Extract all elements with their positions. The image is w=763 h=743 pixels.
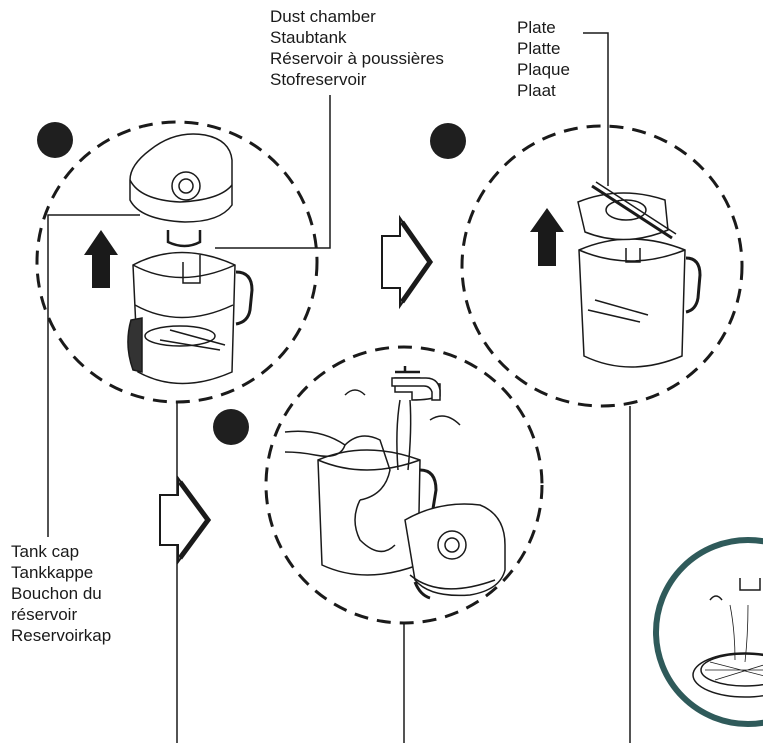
faucet-icon — [391, 377, 441, 401]
step-dot-icon — [430, 123, 466, 159]
dust-chamber-label-fr: Réservoir à poussières — [270, 49, 444, 68]
plate-label-en: Plate — [517, 18, 556, 37]
dust-chamber-label: Dust chamber Staubtank Réservoir à pouss… — [270, 6, 444, 90]
plate-label-fr: Plaque — [517, 60, 570, 79]
tank-cap-label: Tank cap Tankkappe Bouchon du réservoir … — [11, 541, 111, 646]
dust-chamber-label-de: Staubtank — [270, 28, 347, 47]
step2-dashed-circle — [460, 124, 744, 408]
plate-leader-line — [583, 32, 609, 186]
dust-chamber-label-nl: Stofreservoir — [270, 70, 367, 89]
step-dot-icon — [37, 122, 73, 158]
tank-cap-label-fr-1: Bouchon du — [11, 584, 102, 603]
dust-chamber-leader-line — [215, 95, 331, 249]
plate-label-de: Platte — [517, 39, 561, 58]
tank-cap-leader-line — [47, 214, 140, 537]
tank-cap-label-fr-2: réservoir — [11, 605, 78, 624]
step3-washing-illustration — [284, 366, 506, 600]
step-dot-icon — [213, 409, 249, 445]
tank-cap-label-nl: Reservoirkap — [11, 626, 112, 645]
arrow-up-icon — [84, 230, 118, 288]
tank-cap-label-de: Tankkappe — [11, 563, 94, 582]
step2-plate-illustration — [577, 181, 702, 368]
step4-partial-illustration — [653, 537, 763, 727]
arrow-up-icon — [530, 208, 564, 266]
tank-cap-label-en: Tank cap — [11, 542, 80, 561]
step1-dust-chamber-illustration — [127, 133, 254, 385]
plate-label-nl: Plaat — [517, 81, 556, 100]
plate-label: Plate Platte Plaque Plaat — [517, 17, 570, 101]
step3-dashed-circle — [264, 345, 544, 625]
dust-chamber-label-en: Dust chamber — [270, 7, 376, 26]
